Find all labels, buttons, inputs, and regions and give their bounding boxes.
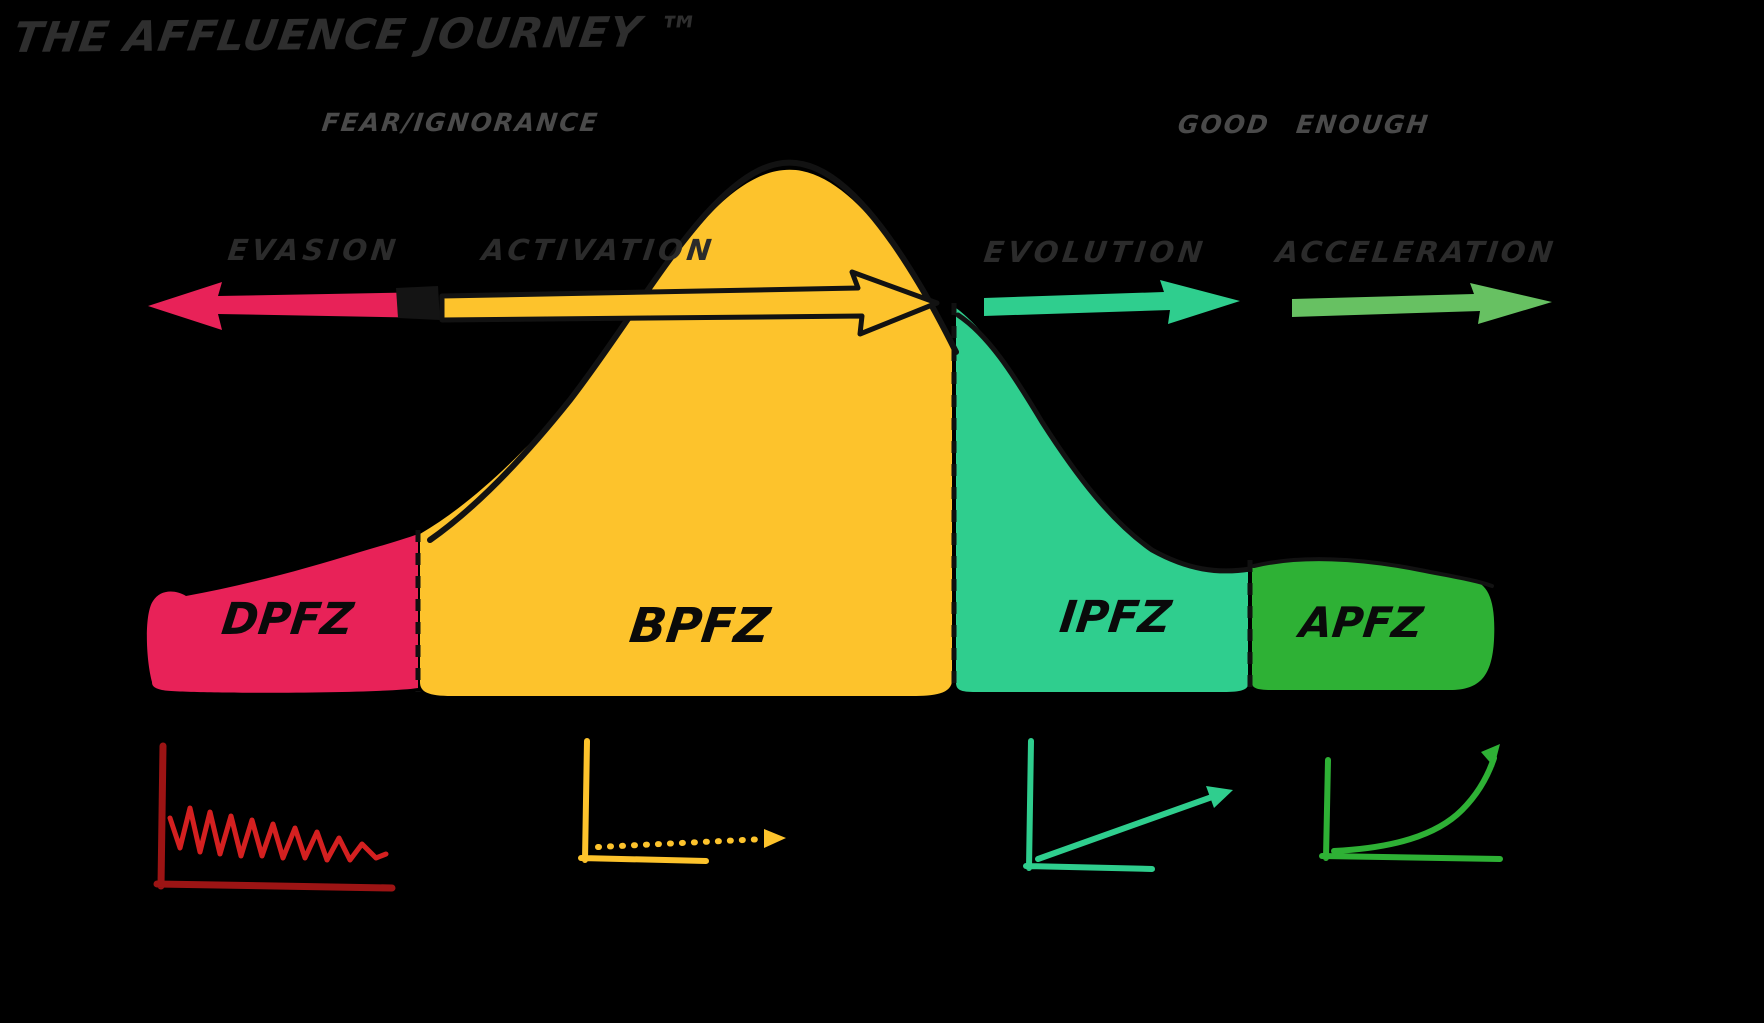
evasion-arrow-tail-ink xyxy=(396,286,440,320)
ipfz-mini-chart-axes xyxy=(1023,738,1155,872)
bpfz-mini-chart-axes xyxy=(578,738,709,864)
apfz-mini-chart-line xyxy=(1331,755,1497,854)
ipfz-mini-chart-arrowhead xyxy=(1206,786,1233,808)
acceleration-arrow xyxy=(1292,283,1552,324)
apfz-top-outline xyxy=(1252,557,1494,588)
evasion-arrow xyxy=(148,282,437,330)
zone-label-dpfz: DPFZ xyxy=(218,594,356,645)
apfz-zone-shape xyxy=(1252,558,1495,690)
dpfz-zone-shape xyxy=(146,534,418,693)
bpfz-mini-chart-arrowhead xyxy=(764,829,786,848)
stage-label-evolution: EVOLUTION xyxy=(981,235,1209,269)
stage-label-acceleration: ACCELERATION xyxy=(1273,235,1558,269)
zone-label-apfz: APFZ xyxy=(1297,598,1426,647)
dpfz-mini-chart-line xyxy=(167,805,389,863)
ipfz-mini-chart-line xyxy=(1035,794,1215,862)
apfz-mini-chart-axes xyxy=(1319,757,1503,862)
bpfz-top-outline xyxy=(427,159,959,543)
apfz-mini-chart-arrowhead xyxy=(1481,744,1500,767)
stage-label-activation: ACTIVATION xyxy=(479,233,718,267)
zone-label-bpfz: BPFZ xyxy=(626,598,773,654)
dpfz-mini-chart-axes xyxy=(153,742,396,892)
page-title: THE AFFLUENCE JOURNEY ™ xyxy=(9,7,704,62)
ipfz-top-outline xyxy=(955,312,1253,574)
good-enough-annotation: GOOD ENOUGH xyxy=(1176,110,1432,139)
activation-arrow xyxy=(439,269,940,337)
zone-label-ipfz: IPFZ xyxy=(1056,592,1174,643)
evolution-arrow xyxy=(984,280,1240,324)
fear-ignorance-annotation: FEAR/IGNORANCE xyxy=(320,108,601,137)
bpfz-mini-chart-line xyxy=(595,836,767,850)
stage-label-evasion: EVASION xyxy=(225,233,402,267)
